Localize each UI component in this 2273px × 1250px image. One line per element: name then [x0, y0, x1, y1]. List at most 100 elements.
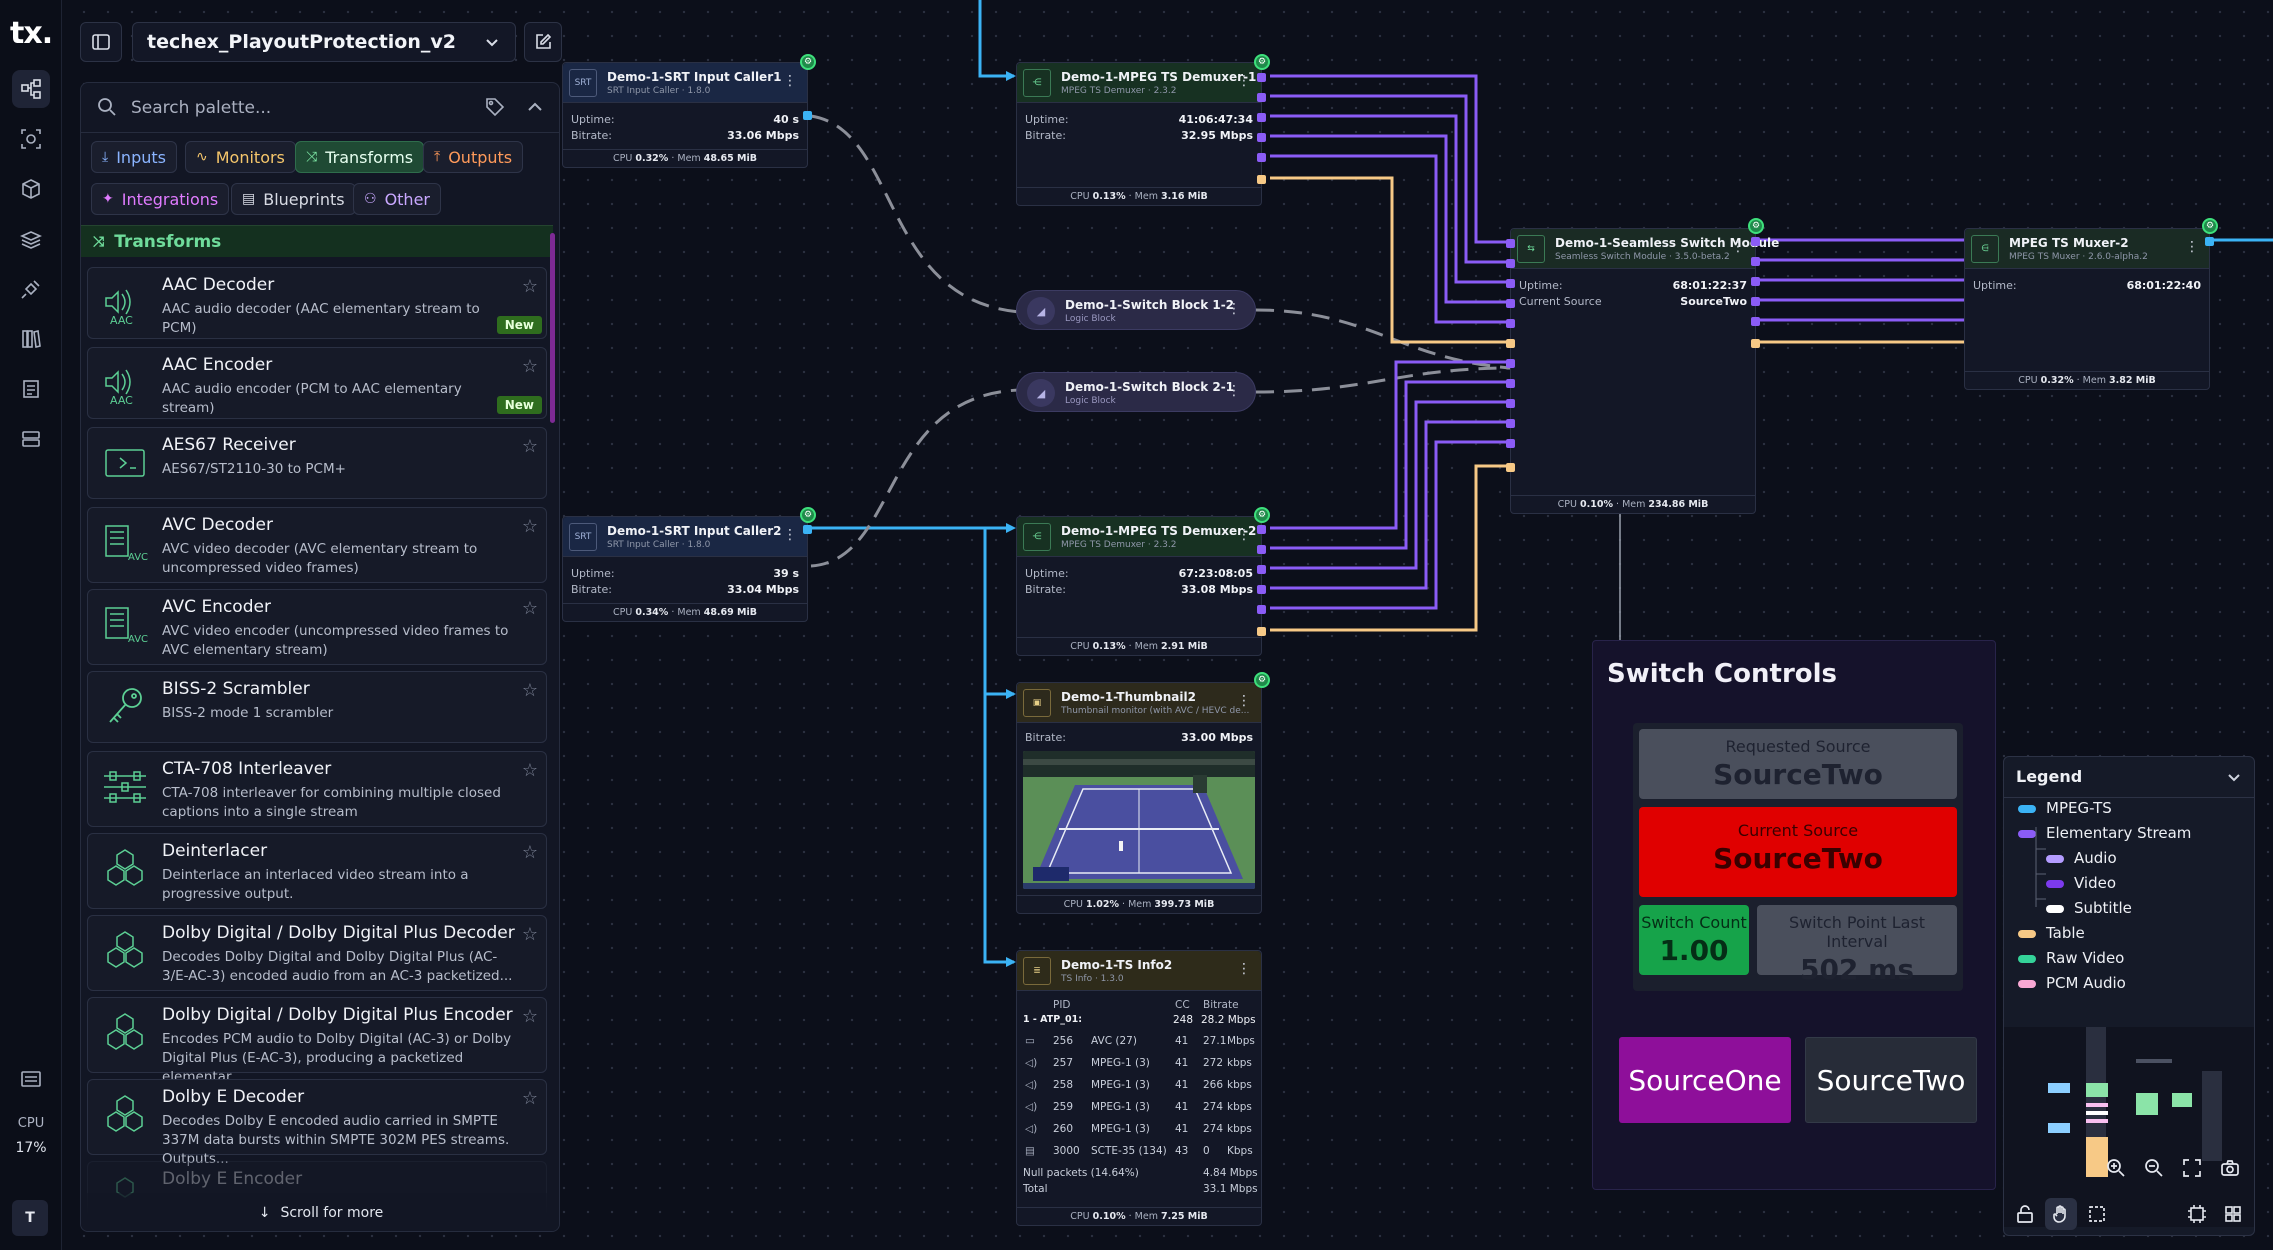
user-avatar[interactable]: T: [12, 1200, 48, 1236]
palette-item-aac-decoder[interactable]: AAC AAC Decoder AAC audio decoder (AAC e…: [87, 267, 547, 339]
output-port[interactable]: [803, 525, 812, 534]
source-one-button[interactable]: SourceOne: [1619, 1037, 1791, 1123]
output-port[interactable]: [1257, 605, 1266, 614]
node-menu-icon[interactable]: ⋮: [783, 527, 797, 543]
node-menu-icon[interactable]: ⋮: [1227, 383, 1241, 399]
zoom-in-icon[interactable]: [2100, 1152, 2132, 1184]
section-header-transforms[interactable]: ⤨ Transforms: [81, 225, 553, 257]
star-icon[interactable]: ☆: [521, 842, 538, 863]
output-port[interactable]: [1257, 175, 1266, 184]
node-mpeg-ts-demuxer2[interactable]: ⋲ Demo-1-MPEG TS Demuxer-2 MPEG TS Demux…: [1016, 516, 1266, 656]
gear-icon[interactable]: ⚙: [1254, 672, 1270, 688]
star-icon[interactable]: ☆: [521, 680, 538, 701]
scroll-for-more[interactable]: ↓ Scroll for more: [81, 1193, 559, 1231]
output-port[interactable]: [1751, 339, 1760, 348]
filter-chip-monitors[interactable]: ∿Monitors: [185, 141, 296, 173]
node-menu-icon[interactable]: ⋮: [1237, 961, 1251, 977]
console-nav-icon[interactable]: [12, 1060, 50, 1098]
output-port[interactable]: [1257, 627, 1266, 636]
node-menu-icon[interactable]: ⋮: [783, 73, 797, 89]
node-switch-block-1-2[interactable]: ◢ Demo-1-Switch Block 1-2 Logic Block ⋮: [1016, 290, 1256, 330]
node-srt-input-caller2[interactable]: SRT Demo-1-SRT Input Caller2 SRT Input C…: [562, 516, 812, 622]
output-port[interactable]: [1257, 545, 1266, 554]
snap-grid-icon[interactable]: [2181, 1198, 2213, 1230]
node-menu-icon[interactable]: ⋮: [1237, 73, 1251, 89]
input-port[interactable]: [1506, 379, 1515, 388]
gear-icon[interactable]: ⚙: [2202, 218, 2218, 234]
output-port[interactable]: [1751, 277, 1760, 286]
output-port[interactable]: [1257, 113, 1266, 122]
star-icon[interactable]: ☆: [521, 924, 538, 945]
project-select[interactable]: techex_PlayoutProtection_v2: [132, 22, 516, 62]
star-icon[interactable]: ☆: [521, 1006, 538, 1027]
node-menu-icon[interactable]: ⋮: [2185, 239, 2199, 255]
input-port[interactable]: [1506, 239, 1515, 248]
palette-item-avc-encoder[interactable]: AVC AVC Encoder AVC video encoder (uncom…: [87, 589, 547, 665]
gear-icon[interactable]: ⚙: [1254, 507, 1270, 523]
source-two-button[interactable]: SourceTwo: [1805, 1037, 1977, 1123]
node-ts-info2[interactable]: ≣ Demo-1-TS Info2 TS Info · 1.3.0 ⋮ PID …: [1016, 950, 1262, 1226]
input-port[interactable]: [1506, 463, 1515, 472]
edit-project-button[interactable]: [524, 22, 562, 62]
search-input[interactable]: [131, 93, 451, 123]
output-port[interactable]: [2205, 237, 2214, 246]
palette-item-dolby-e-decoder[interactable]: Dolby E Decoder Decodes Dolby E encoded …: [87, 1079, 547, 1167]
input-port[interactable]: [1506, 339, 1515, 348]
chevron-up-icon[interactable]: [525, 97, 545, 117]
star-icon[interactable]: ☆: [521, 1088, 538, 1109]
gear-icon[interactable]: ⚙: [800, 54, 816, 70]
cube-nav-icon[interactable]: [12, 170, 50, 208]
stack-nav-icon[interactable]: [12, 220, 50, 258]
output-port[interactable]: [1257, 525, 1266, 534]
star-icon[interactable]: ☆: [521, 516, 538, 537]
input-port[interactable]: [1506, 439, 1515, 448]
output-port[interactable]: [1257, 133, 1266, 142]
filter-chip-inputs[interactable]: ⤓Inputs: [91, 141, 177, 173]
palette-item-avc-decoder[interactable]: AVC AVC Decoder AVC video decoder (AVC e…: [87, 507, 547, 583]
document-nav-icon[interactable]: [12, 370, 50, 408]
minimap[interactable]: [2004, 1027, 2254, 1227]
output-port[interactable]: [1751, 257, 1760, 266]
node-seamless-switch-module[interactable]: ⇆ Demo-1-Seamless Switch Module Seamless…: [1506, 228, 1779, 514]
star-icon[interactable]: ☆: [521, 436, 538, 457]
node-switch-block-2-1[interactable]: ◢ Demo-1-Switch Block 2-1 Logic Block ⋮: [1016, 372, 1256, 412]
node-menu-icon[interactable]: ⋮: [1227, 301, 1241, 317]
filter-chip-blueprints[interactable]: ▤Blueprints: [231, 183, 356, 215]
filter-chip-transforms[interactable]: ⤨Transforms: [295, 141, 425, 173]
filter-chip-integrations[interactable]: ✦Integrations: [91, 183, 230, 215]
output-port[interactable]: [1257, 93, 1266, 102]
output-port[interactable]: [1751, 317, 1760, 326]
flows-nav-icon[interactable]: [12, 70, 50, 108]
gear-icon[interactable]: ⚙: [1748, 218, 1764, 234]
output-port[interactable]: [1257, 585, 1266, 594]
output-port[interactable]: [803, 111, 812, 120]
input-port[interactable]: [1506, 279, 1515, 288]
plug-nav-icon[interactable]: [12, 270, 50, 308]
star-icon[interactable]: ☆: [521, 356, 538, 377]
input-port[interactable]: [1506, 419, 1515, 428]
palette-item-dolby-digital-encoder[interactable]: Dolby Digital / Dolby Digital Plus Encod…: [87, 997, 547, 1085]
input-port[interactable]: [1506, 399, 1515, 408]
filter-chip-outputs[interactable]: ⤒Outputs: [423, 141, 524, 173]
server-nav-icon[interactable]: [12, 420, 50, 458]
node-srt-input-caller1[interactable]: SRT Demo-1-SRT Input Caller1 SRT Input C…: [562, 62, 812, 168]
input-port[interactable]: [1506, 299, 1515, 308]
node-menu-icon[interactable]: ⋮: [1237, 527, 1251, 543]
tag-icon[interactable]: [485, 97, 505, 117]
star-icon[interactable]: ☆: [521, 760, 538, 781]
star-icon[interactable]: ☆: [521, 598, 538, 619]
palette-scrollbar[interactable]: [550, 233, 555, 423]
node-mpeg-ts-demuxer1[interactable]: ⋲ Demo-1-MPEG TS Demuxer-1 MPEG TS Demux…: [1016, 62, 1266, 206]
output-port[interactable]: [1257, 153, 1266, 162]
selection-icon[interactable]: [2081, 1198, 2113, 1230]
palette-item-list[interactable]: AAC AAC Decoder AAC audio decoder (AAC e…: [87, 267, 547, 1227]
node-thumbnail2[interactable]: ▣ Demo-1-Thumbnail2 Thumbnail monitor (w…: [1016, 682, 1262, 914]
output-port[interactable]: [1257, 73, 1266, 82]
node-menu-icon[interactable]: ⋮: [1237, 693, 1251, 709]
monitor-nav-icon[interactable]: [12, 120, 50, 158]
filter-chip-other[interactable]: ⚇Other: [353, 183, 441, 215]
palette-item-aes67-receiver[interactable]: AES67 Receiver AES67/ST2110-30 to PCM+ ☆: [87, 427, 547, 499]
chevron-down-icon[interactable]: [2226, 769, 2242, 785]
lock-icon[interactable]: [2009, 1198, 2041, 1230]
camera-icon[interactable]: [2214, 1152, 2246, 1184]
